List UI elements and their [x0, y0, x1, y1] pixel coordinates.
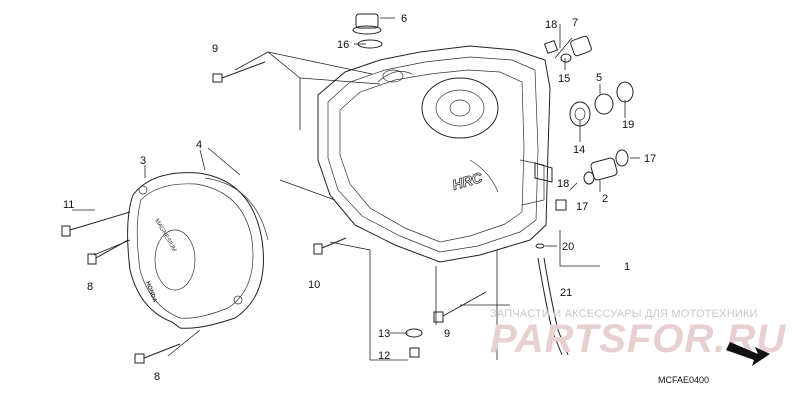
- callout-5: 5: [596, 72, 602, 84]
- callout-12: 12: [378, 350, 390, 362]
- clutch-cover: MAGNESIUM HONDA: [127, 172, 269, 329]
- callout-17-lower: 17: [576, 201, 588, 213]
- case-brand-mark: HRC: [450, 169, 484, 193]
- callout-20: 20: [562, 241, 574, 253]
- callout-9-lower: 9: [444, 328, 450, 340]
- callout-21: 21: [560, 287, 572, 299]
- honda-mark: HONDA: [144, 281, 157, 304]
- callout-1: 1: [624, 261, 630, 273]
- callout-8: 8: [87, 281, 93, 293]
- callout-9: 9: [212, 43, 218, 55]
- front-direction-arrow: FR.: [726, 341, 770, 366]
- callout-18-lower: 18: [557, 178, 569, 190]
- callout-14: 14: [573, 144, 585, 156]
- drawing-code: MCFAE0400: [658, 375, 709, 385]
- callout-19: 19: [622, 119, 634, 131]
- direction-label: FR.: [727, 341, 742, 354]
- callout-3: 3: [140, 155, 146, 167]
- callout-18: 18: [545, 19, 557, 31]
- callout-8-lower: 8: [154, 371, 160, 383]
- watermark: ЗАПЧАСТИ И АКСЕССУАРЫ ДЛЯ МОТОТЕХНИКИ PA…: [490, 308, 786, 361]
- callout-13: 13: [378, 328, 390, 340]
- callout-10: 10: [308, 279, 320, 291]
- callout-11: 11: [63, 199, 74, 211]
- callout-2: 2: [602, 193, 608, 205]
- callouts: 6 16 18 7 9 15 5 19 14 17 18 17 2 3 4 11…: [63, 13, 656, 383]
- watermark-logo: PARTSFOR.RU: [490, 317, 786, 361]
- callout-4: 4: [196, 139, 202, 151]
- callout-7: 7: [572, 17, 578, 29]
- callout-6: 6: [401, 13, 407, 25]
- callout-16: 16: [337, 39, 349, 51]
- callout-17: 17: [644, 153, 656, 165]
- reference-lines: [72, 17, 640, 361]
- crankcase-cover: HRC: [317, 45, 553, 263]
- callout-15: 15: [558, 73, 570, 85]
- small-parts: [61, 13, 634, 364]
- watermark-tagline: ЗАПЧАСТИ И АКСЕССУАРЫ ДЛЯ МОТОТЕХНИКИ: [490, 308, 758, 320]
